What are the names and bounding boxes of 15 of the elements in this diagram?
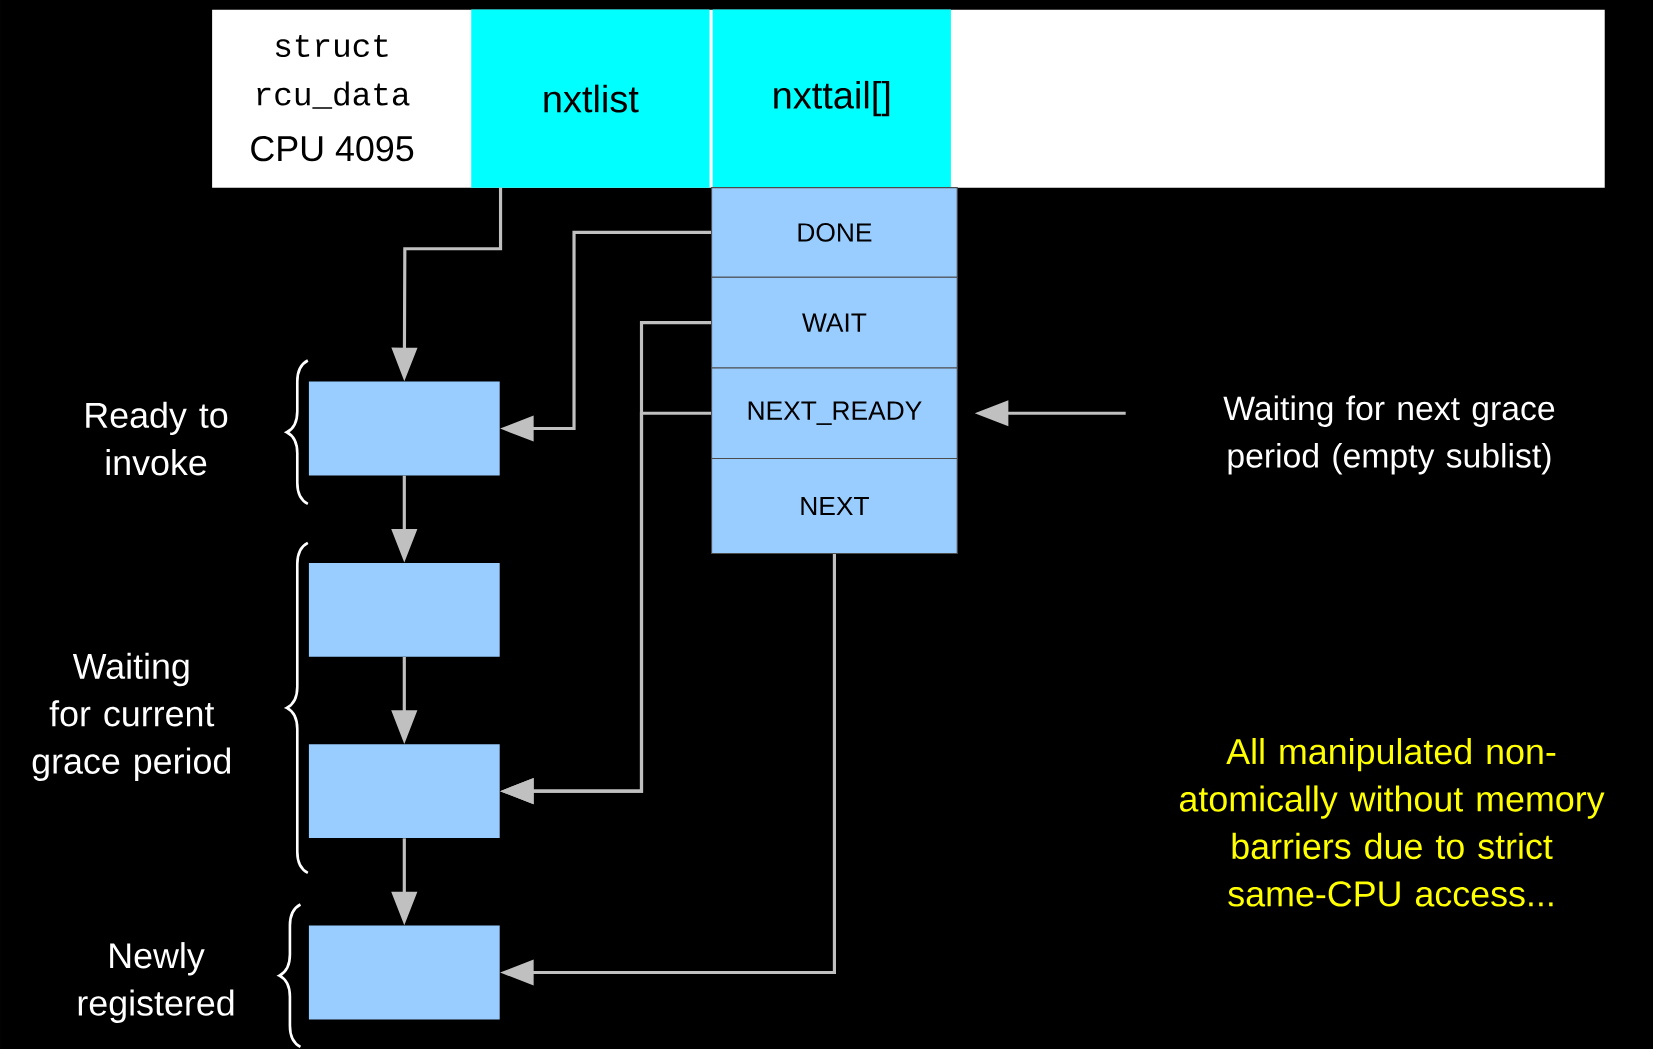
- list-element-box: [308, 925, 500, 1020]
- list-element-box: [308, 744, 500, 839]
- tail-slot: WAIT: [711, 276, 958, 369]
- tail-slot: NEXT: [711, 458, 958, 554]
- group-label: Waiting for current grace period: [32, 652, 231, 782]
- field-cell: nxttail[]: [712, 9, 951, 188]
- list-element-box: [308, 381, 500, 476]
- group-label: Newly registered: [78, 942, 234, 1023]
- group-label: Ready to invoke: [86, 401, 228, 476]
- field-cell: nxtlist: [471, 9, 710, 188]
- tail-slot: DONE: [711, 187, 958, 278]
- note-text: Waiting for next grace period (empty sublist): [1223, 395, 1555, 475]
- note-text: All manipulated non-atomically without memory barriers due to strict same-CPU access...: [1179, 738, 1605, 907]
- list-element-box: [308, 562, 500, 657]
- tail-slot: NEXT_READY: [711, 367, 958, 460]
